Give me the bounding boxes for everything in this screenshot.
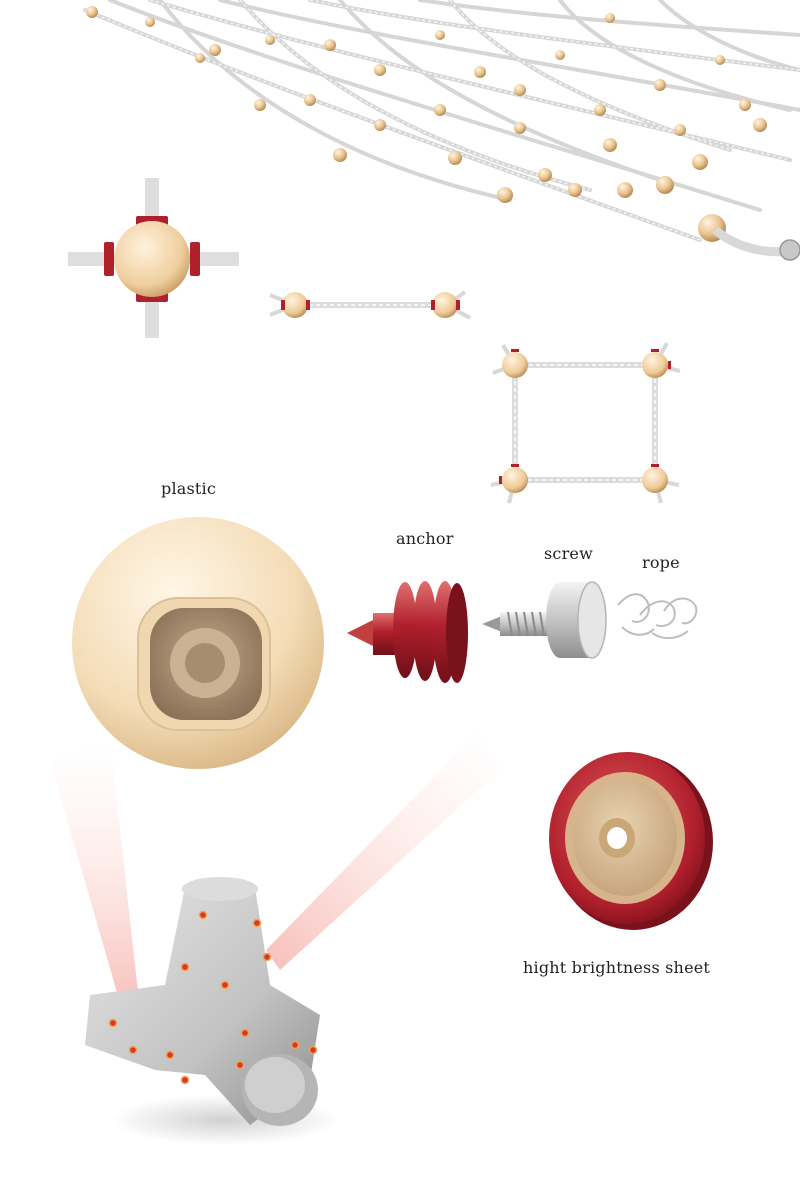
high-brightness-sheet [549,752,713,930]
anchor-label: anchor [396,529,454,548]
concrete-tetrapod [85,877,335,1145]
light-beams [50,730,500,1010]
rope-label: rope [642,553,680,572]
square-net-unit [490,342,681,504]
screw-part [482,581,607,659]
anchor-part [347,581,468,683]
two-bead-rope-segment [269,290,471,320]
plastic-label: plastic [161,479,217,498]
sheet-label: hight brightness sheet [523,958,711,977]
rope-piece [617,593,698,639]
screw-label: screw [544,544,593,563]
plastic-ball [72,517,324,769]
four-way-bead-connector [68,178,239,338]
rope-net-illustration [83,0,800,261]
